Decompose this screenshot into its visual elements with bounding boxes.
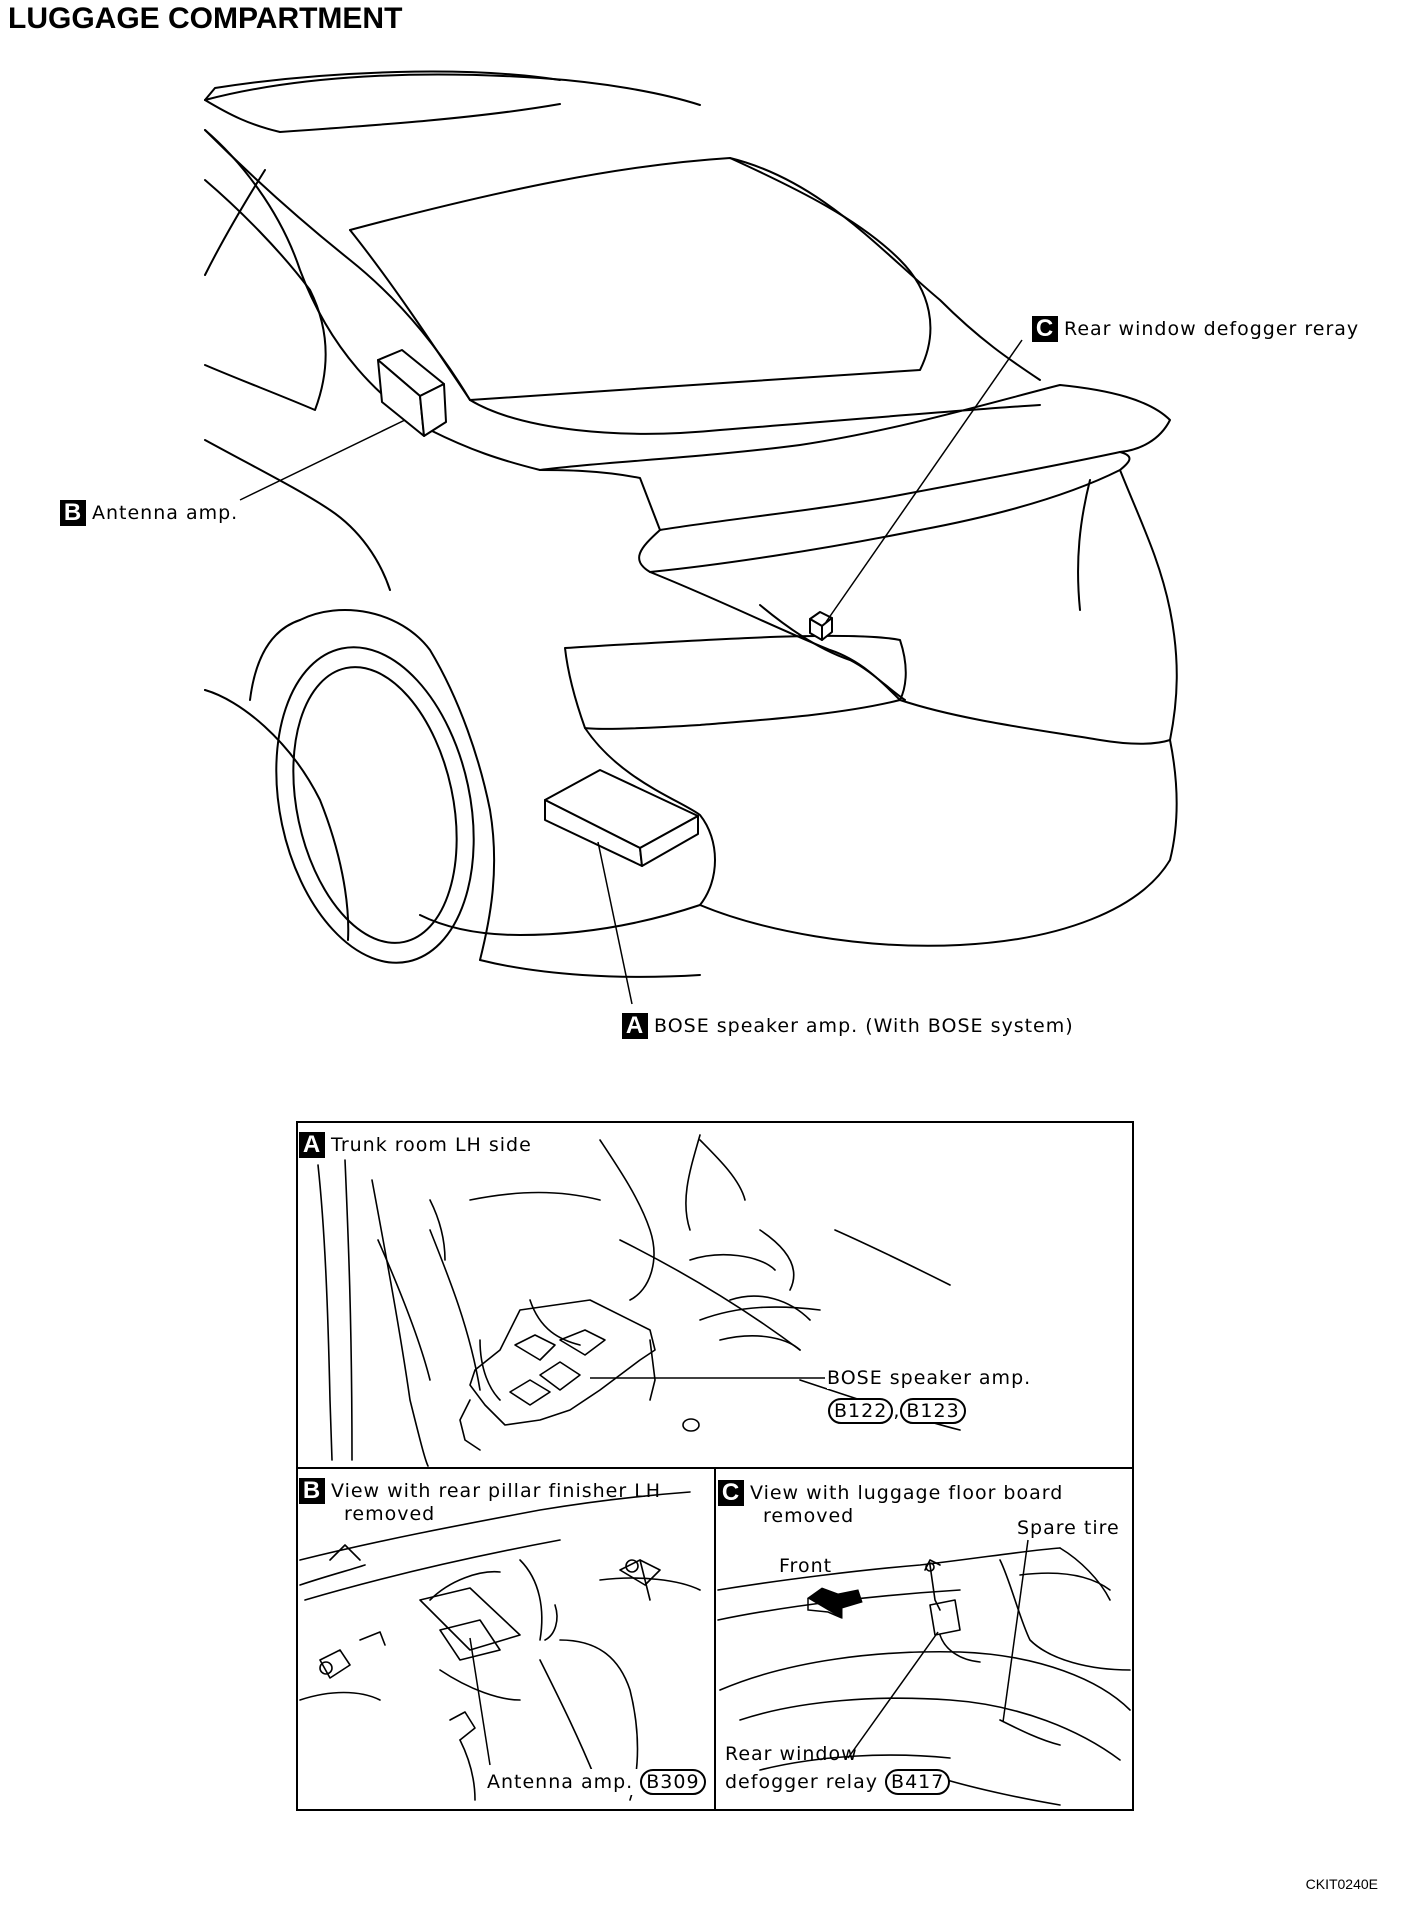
callout-b-label: Antenna amp. bbox=[92, 502, 239, 524]
panel-c-heading-line1: View with luggage floor board bbox=[750, 1481, 1064, 1504]
panel-c-sketch bbox=[717, 1547, 1131, 1806]
panel-b-heading: B View with rear pillar finisher LH remo… bbox=[299, 1478, 661, 1525]
bose-amp-box-icon bbox=[544, 769, 699, 867]
panel-c-label-line1: Rear window bbox=[725, 1743, 858, 1765]
leader-line-b bbox=[239, 419, 406, 501]
panel-a-heading-text: Trunk room LH side bbox=[331, 1133, 532, 1156]
panel-c-spare-tire: Spare tire bbox=[1017, 1517, 1120, 1539]
panel-c-label-line2: defogger relay bbox=[725, 1771, 878, 1793]
panel-a-sketch bbox=[317, 1134, 961, 1467]
panel-b-sketch bbox=[299, 1491, 701, 1801]
leader-line-c bbox=[825, 339, 1023, 623]
panel-b-badge: B bbox=[299, 1478, 325, 1504]
panel-b-label-row: Antenna amp. B309 bbox=[487, 1769, 706, 1795]
panel-c-leader-spare bbox=[1002, 1539, 1029, 1723]
page-title: LUGGAGE COMPARTMENT bbox=[8, 2, 403, 35]
callout-antenna-amp: B Antenna amp. bbox=[60, 500, 238, 526]
connector-separator: , bbox=[893, 1400, 901, 1422]
panel-a-label: BOSE speaker amp. bbox=[827, 1367, 1032, 1389]
defogger-relay-cube-icon bbox=[809, 611, 833, 641]
callout-c-label: Rear window defogger reray bbox=[1064, 318, 1360, 340]
antenna-amp-box-icon bbox=[377, 349, 447, 437]
panel-b-leader bbox=[469, 1637, 491, 1766]
callout-bose-amp: A BOSE speaker amp. (With BOSE system) bbox=[622, 1013, 1074, 1039]
callout-defogger-relay: C Rear window defogger reray bbox=[1032, 316, 1359, 342]
panel-c-relay-label: Rear window defogger relay B417 bbox=[725, 1743, 951, 1795]
panel-a-heading: A Trunk room LH side bbox=[299, 1132, 532, 1158]
connector-b122: B122 bbox=[828, 1398, 894, 1424]
callout-b-badge: B bbox=[60, 500, 86, 526]
panel-a-badge: A bbox=[299, 1132, 325, 1158]
panel-c-leader-relay bbox=[847, 1631, 939, 1759]
panel-c-badge: C bbox=[718, 1480, 744, 1506]
panel-b-label: Antenna amp. bbox=[487, 1771, 634, 1793]
connector-b309: B309 bbox=[640, 1769, 706, 1795]
panel-c-front: Front bbox=[779, 1555, 833, 1577]
panel-b-heading-line2: removed bbox=[344, 1503, 436, 1525]
figure-code: CKIT0240E bbox=[1305, 1876, 1378, 1892]
connector-b123: B123 bbox=[900, 1398, 966, 1424]
callout-a-label: BOSE speaker amp. (With BOSE system) bbox=[654, 1015, 1074, 1037]
connector-b417: B417 bbox=[885, 1769, 951, 1795]
panel-c-heading-line2: removed bbox=[763, 1505, 855, 1527]
panel-b-heading-line1: View with rear pillar finisher LH bbox=[331, 1479, 662, 1502]
callout-a-badge: A bbox=[622, 1013, 648, 1039]
callout-c-badge: C bbox=[1032, 316, 1058, 342]
front-arrow-icon bbox=[807, 1587, 863, 1619]
panel-c-heading: C View with luggage floor board removed bbox=[718, 1480, 1063, 1527]
panel-a-connectors: B122,B123 bbox=[828, 1398, 966, 1424]
leader-line-a bbox=[597, 841, 633, 1005]
